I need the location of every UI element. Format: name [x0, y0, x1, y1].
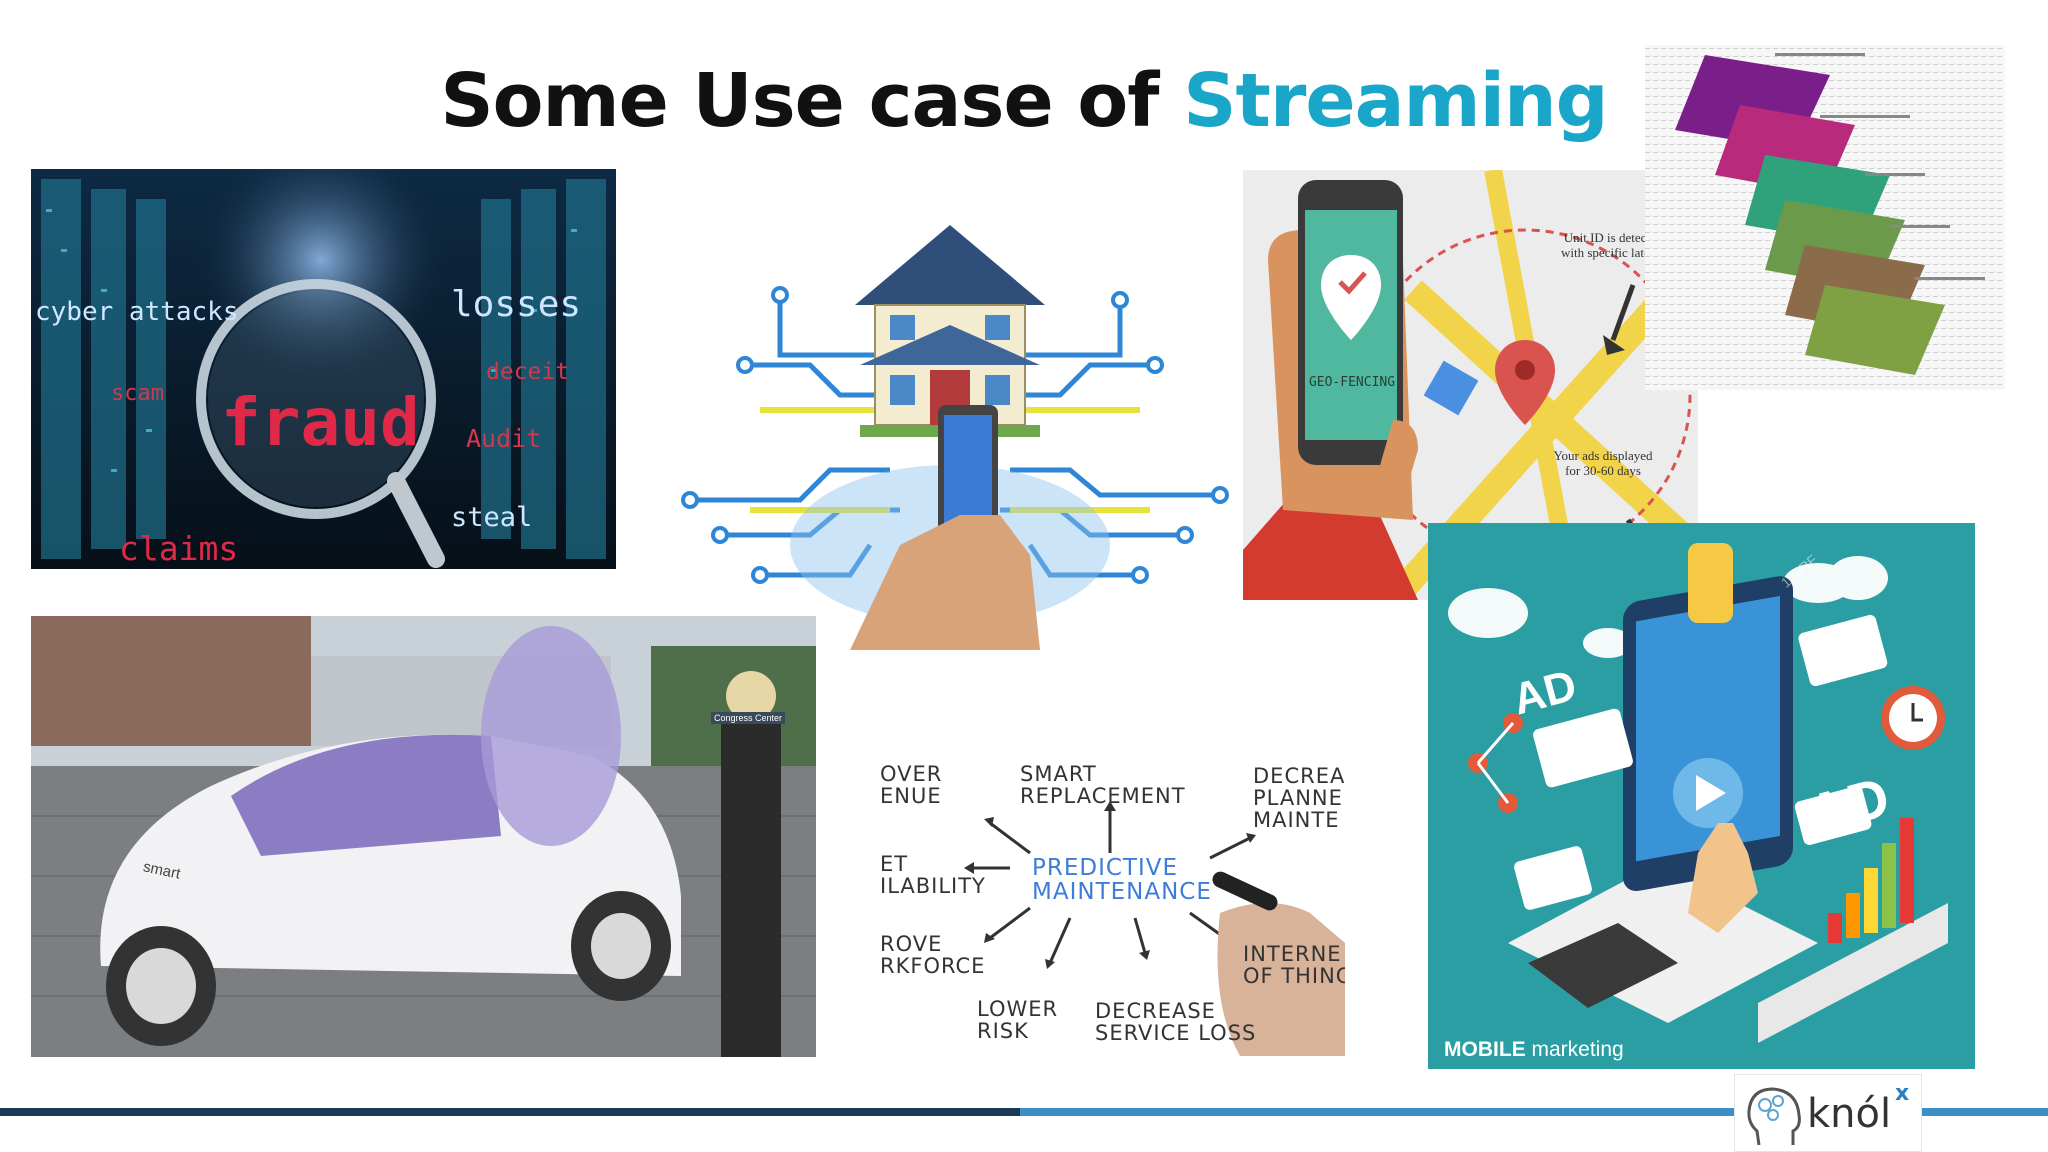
caption-rest: marketing	[1525, 1038, 1624, 1061]
footer-bar-dark	[0, 1108, 1020, 1116]
iot-label: INTERNE OF THING	[1243, 942, 1345, 988]
smart-replacement-label: SMART REPLACEMENT	[1020, 762, 1186, 808]
unit-id-note: Unit ID is detected with specific lat-lo…	[1538, 230, 1688, 260]
title-main: Some Use case of	[440, 58, 1184, 144]
audit-text: Audit	[466, 424, 542, 453]
predictive-maintenance-image: OVER ENUE SMART REPLACEMENT DECREA PLANN…	[880, 743, 1345, 1056]
satellite-layers-image	[1645, 45, 2005, 390]
lower-risk-label: LOWER RISK	[977, 997, 1059, 1043]
footer-bar-light	[1020, 1108, 2048, 1116]
caption-bold: MOBILE	[1444, 1038, 1526, 1061]
smart-home-image	[660, 215, 1240, 650]
claims-text: claims	[119, 529, 239, 568]
fraud-text: fraud	[221, 384, 420, 461]
unit-id-line2: with specific lat-lon	[1561, 245, 1665, 260]
scam-text: scam	[111, 381, 164, 406]
logo-sup: x	[1895, 1081, 1910, 1106]
smart-home-icon	[681, 225, 1229, 650]
arrows-icon	[964, 801, 1345, 1056]
decrease-planned-label: DECREA PLANNE MAINTE	[1253, 764, 1345, 832]
predictive-maintenance-center: PREDICTIVE MAINTENANCE	[1032, 856, 1212, 904]
mobile-marketing-image: AD AD 123RF MOBILE marketing	[1428, 523, 1975, 1069]
steal-text: steal	[451, 502, 533, 533]
concept-car-icon	[31, 616, 816, 1057]
logo-text: knól	[1807, 1091, 1892, 1137]
congress-center-sign: Congress Center	[711, 712, 786, 724]
fraud-detection-image: cyber attacks losses scam fraud deceit A…	[31, 169, 616, 569]
slide-title: Some Use case of Streaming	[0, 58, 2048, 144]
geo-fencing-image: GEO-FENCING Unit ID is detected with spe…	[1243, 170, 1698, 600]
ads-note-line1: Your ads displayed	[1553, 448, 1653, 463]
ads-note-line2: for 30-60 days	[1565, 463, 1641, 478]
server-room-icon	[31, 169, 616, 569]
deceit-text: deceit	[486, 359, 570, 385]
title-accent: Streaming	[1183, 58, 1608, 144]
pm-center-line1: PREDICTIVE	[1032, 855, 1179, 881]
knolx-logo: knól x	[1734, 1074, 1922, 1152]
losses-text: losses	[451, 284, 582, 325]
cyber-attacks-text: cyber attacks	[35, 297, 239, 327]
map-icon	[1243, 170, 1698, 600]
ads-note: Your ads displayed for 30-60 days	[1533, 448, 1673, 478]
mobile-marketing-icon	[1428, 523, 1975, 1069]
geo-fencing-label: GEO-FENCING	[1308, 375, 1396, 390]
lower-revenue-label: OVER ENUE	[880, 762, 943, 808]
smart-car-image: smart Congress Center	[31, 616, 816, 1057]
head-gears-icon	[1747, 1087, 1801, 1146]
decrease-service-loss-label: DECREASE SERVICE LOSS	[1095, 999, 1257, 1045]
mobile-marketing-caption: MOBILE marketing	[1444, 1038, 1624, 1062]
unit-id-line1: Unit ID is detected	[1563, 230, 1663, 245]
pm-center-line2: MAINTENANCE	[1032, 879, 1212, 905]
asset-availability-label: ET ILABILITY	[880, 852, 986, 898]
satellite-layers-icon	[1645, 45, 2005, 390]
improve-workforce-label: ROVE RKFORCE	[880, 932, 986, 978]
